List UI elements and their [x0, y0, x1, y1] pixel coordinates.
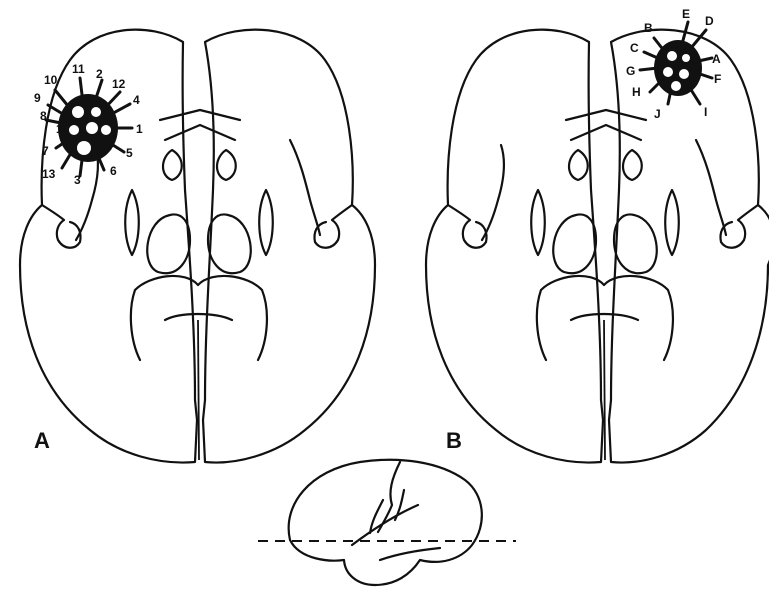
panel-b-letter: B [446, 428, 462, 453]
panel-a-label: 13 [42, 167, 56, 181]
panel-a-label: 8 [40, 109, 47, 123]
panel-a-label: 3 [74, 173, 81, 187]
panel-b-left-hemisphere [426, 30, 603, 463]
panel-a-midline [198, 320, 199, 460]
panel-a-left-thalamus [147, 214, 190, 273]
panel-b-label: E [682, 7, 690, 21]
panel-b-ventricle-top [566, 110, 646, 140]
panel-a-label: 1 [56, 122, 63, 136]
panel-a-right-sylvian [314, 205, 352, 248]
panel-a-label: 5 [126, 146, 133, 160]
panel-b-label: B [644, 21, 653, 35]
panel-a-label: 7 [42, 144, 49, 158]
panel-b-left-lentiform [531, 190, 545, 255]
panel-a-letter: A [34, 428, 50, 453]
panel-b-midline [604, 320, 605, 460]
panel-b-label: C [630, 41, 639, 55]
panel-a-right-lentiform [259, 190, 273, 255]
lateral-temporal-sulcus [380, 548, 440, 560]
panel-a-left-hemisphere [20, 30, 197, 463]
panel-b-left-insula [482, 145, 504, 240]
panel-a-label: 4 [133, 93, 140, 107]
panel-a-label: 9 [34, 91, 41, 105]
panel-b-right-sylvian [720, 205, 758, 248]
panel-b-right-caudate [623, 150, 642, 180]
panel-b-label: F [714, 72, 721, 86]
panel-a-right-thalamus [208, 214, 251, 273]
panel-a-left-caudate [163, 150, 182, 180]
panel-b-label: G [626, 64, 635, 78]
panel-b-right-thalamus [614, 214, 657, 273]
panel-b-right-lentiform [665, 190, 679, 255]
panel-a-label: 2 [96, 67, 103, 81]
panel-a-label: 1 [136, 122, 143, 136]
panel-a-left-sylvian [42, 205, 81, 248]
panel-a-brain-section: 10 11 2 12 9 4 8 1 1 7 5 13 3 6 A [20, 30, 375, 463]
panel-a-right-insula [290, 140, 320, 235]
panel-b-label: I [704, 105, 707, 119]
panel-b-label: D [705, 14, 714, 28]
panel-a-right-hemisphere [203, 30, 375, 463]
panel-a-ventricle-top [160, 110, 240, 140]
panel-a-label: 10 [44, 73, 58, 87]
panel-a-left-lentiform [125, 190, 139, 255]
panel-b-right-insula [696, 140, 726, 235]
panel-b-brain-section: E D B C A G F H J I B [426, 7, 769, 463]
panel-a-right-caudate [217, 150, 236, 180]
panel-b-left-thalamus [553, 214, 596, 273]
panel-b-left-caudate [569, 150, 588, 180]
lateral-central-sulcus [378, 462, 400, 532]
lateral-brain-view [258, 460, 516, 585]
panel-a-label: 11 [72, 62, 85, 76]
panel-a-label: 6 [110, 164, 117, 178]
panel-b-left-sylvian [448, 205, 487, 248]
panel-b-label: H [632, 85, 641, 99]
panel-b-label: A [712, 52, 721, 66]
panel-a-label: 12 [112, 77, 126, 91]
panel-b-label: J [654, 107, 661, 121]
